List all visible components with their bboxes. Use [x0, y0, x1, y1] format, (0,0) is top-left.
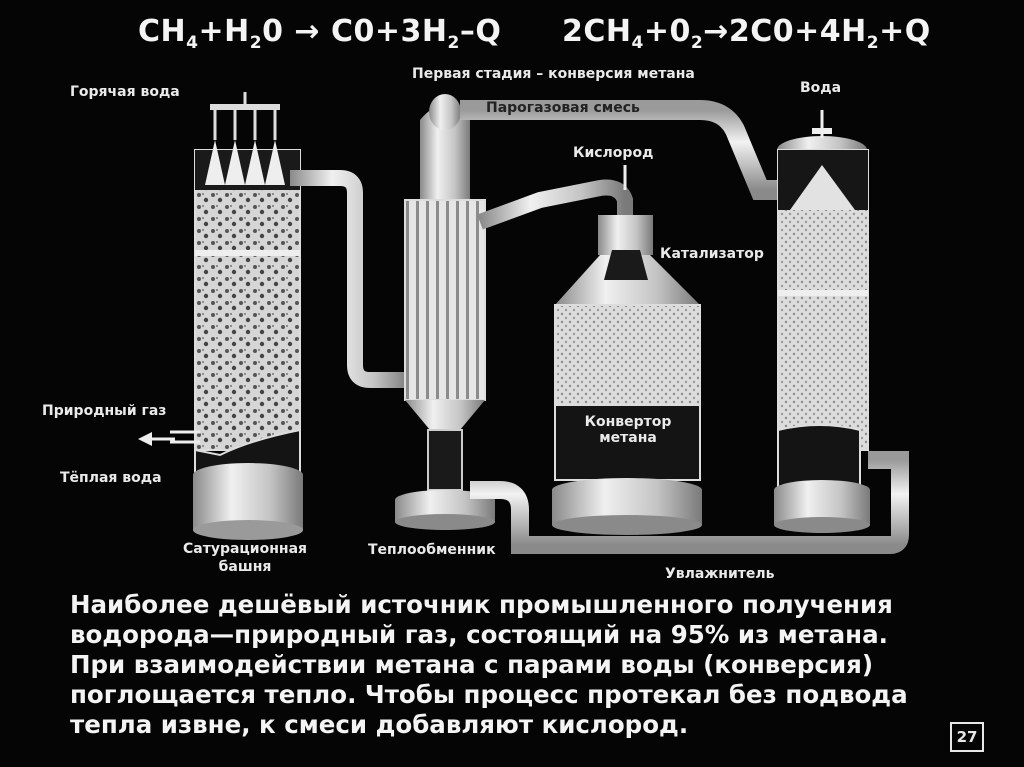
page-number: 27	[950, 722, 984, 752]
label-humidifier: Увлажнитель	[665, 566, 774, 582]
label-converter-line2: метана	[573, 430, 683, 446]
label-converter-line1: Конвертор	[573, 414, 683, 430]
saturation-tower	[138, 92, 303, 540]
label-saturation-line1: Сатурационная	[170, 540, 320, 558]
label-natural-gas: Природный газ	[42, 403, 166, 419]
heat-exchanger	[395, 94, 495, 530]
label-heat-exchanger: Теплообменник	[368, 542, 496, 558]
label-saturation-tower: Сатурационная башня	[170, 540, 320, 576]
caption-line: тепла извне, к смеси добавляют кислород.	[70, 710, 970, 740]
label-first-stage: Первая стадия – конверсия метана	[412, 66, 695, 82]
label-oxygen: Кислород	[573, 145, 653, 161]
label-water: Вода	[800, 80, 841, 96]
label-saturation-line2: башня	[170, 558, 320, 576]
label-warm-water: Тёплая вода	[60, 470, 162, 486]
caption-text: Наиболее дешёвый источник промышленного …	[70, 590, 970, 740]
caption-line: Наиболее дешёвый источник промышленного …	[70, 590, 970, 620]
label-methane-converter: Конвертор метана	[573, 414, 683, 446]
caption-line: поглощается тепло. Чтобы процесс протека…	[70, 680, 970, 710]
caption-line: При взаимодействии метана с парами воды …	[70, 650, 970, 680]
pipe-saturation-to-exchanger	[290, 178, 410, 380]
label-hot-water: Горячая вода	[70, 84, 180, 100]
label-steam-gas-mix: Парогазовая смесь	[486, 100, 640, 116]
caption-line: водорода—природный газ, состоящий на 95%…	[70, 620, 970, 650]
methane-converter	[552, 215, 702, 535]
humidifier-tower	[774, 110, 870, 533]
label-catalyst: Катализатор	[660, 246, 764, 262]
